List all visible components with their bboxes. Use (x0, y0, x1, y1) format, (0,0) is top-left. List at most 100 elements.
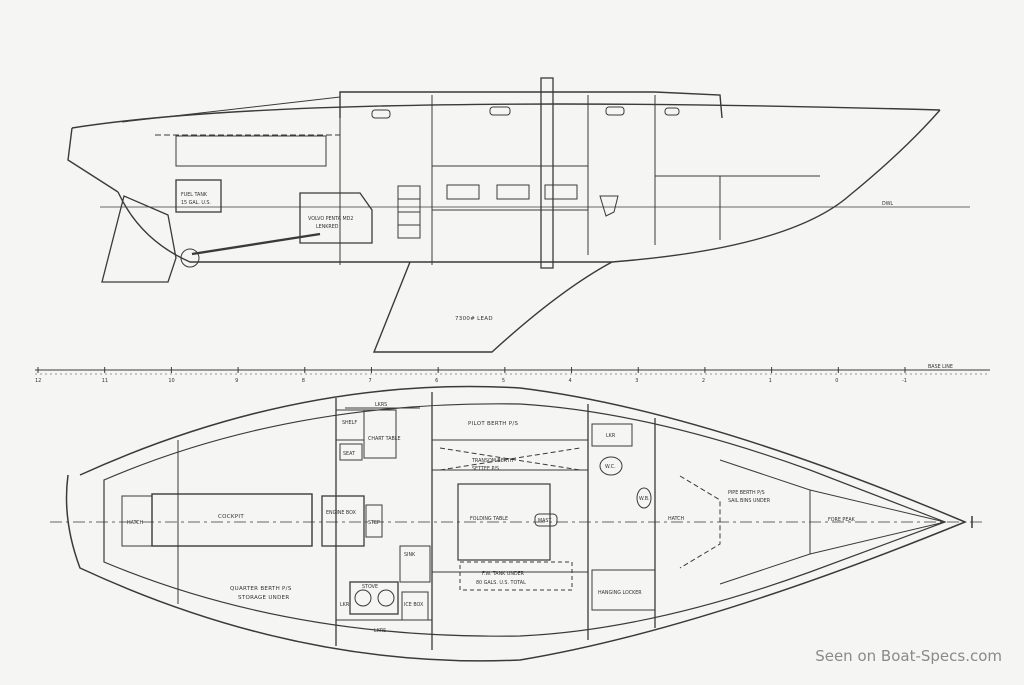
hull-bottom (117, 109, 941, 263)
seat (339, 443, 363, 461)
cabin-top (339, 91, 723, 119)
baseline-label: BASE LINE (928, 364, 953, 370)
lkr-plan (591, 423, 633, 447)
cockpit (151, 493, 313, 547)
hatch-aft (121, 495, 153, 547)
chart-table-label: CHART TABLE (368, 436, 401, 442)
transom-berth-label: TRANSOM BERTH (471, 458, 514, 464)
profile-labels: FUEL TANK 15 GAL. U.S. VOLVO PENTA MD2 L… (181, 192, 893, 322)
station-label: -1 (902, 378, 907, 384)
lkr-label: LKR (606, 433, 616, 439)
transom (67, 127, 119, 193)
fw-tank-label: F.W. TANK UNDER (482, 571, 525, 577)
station-label: 5 (502, 378, 505, 384)
fuel-tank-capacity-label: 15 GAL. U.S. (181, 200, 211, 206)
mast-step (534, 513, 558, 527)
station-label: 0 (835, 378, 838, 384)
chain-locker (809, 489, 946, 555)
station-label: 12 (35, 378, 41, 384)
profile-view (67, 77, 970, 353)
quarter-berth-label: QUARTER BERTH P/S (230, 586, 292, 592)
toilet-plan (599, 456, 623, 476)
engine-box-label: ENGINE BOX (326, 510, 357, 516)
station-label: 4 (569, 378, 572, 384)
cockpit-label: COCKPIT (218, 514, 244, 520)
cockpit-well (175, 135, 327, 167)
lkrs-top-label: LKRS (375, 402, 387, 408)
toilet (599, 195, 619, 217)
pipe-berth-label: PIPE BERTH P/S (728, 490, 765, 496)
sheer-line (71, 103, 941, 129)
engine-box-plan (321, 495, 365, 547)
ice-box-label: ICE BOX (404, 602, 424, 608)
window (446, 184, 480, 200)
wash-basin (636, 487, 652, 509)
baseline (35, 367, 990, 375)
dwl-label: DWL (882, 201, 893, 207)
fore-peak-label: FORE PEAK (828, 517, 856, 523)
stove-burner (377, 589, 395, 607)
station-label: 3 (635, 378, 638, 384)
hatch-label: HATCH (127, 520, 144, 526)
stove-burner (354, 589, 372, 607)
wash-basin-label: W.B. (639, 496, 650, 502)
mast-label: MAST (538, 518, 551, 524)
pipe-berth (719, 459, 811, 585)
hanging-locker (591, 569, 656, 611)
lkrs-bottom-label: LKRS (374, 628, 386, 634)
sink-label: SINK (404, 552, 416, 558)
storage-under-label: STORAGE UNDER (238, 595, 290, 601)
plan-view (50, 385, 985, 662)
station-label: 7 (368, 378, 371, 384)
portlight (605, 106, 625, 116)
station-label: 10 (168, 378, 174, 384)
sail-bins-label: SAIL BINS UNDER (728, 498, 771, 504)
window (544, 184, 578, 200)
station-label: 6 (435, 378, 438, 384)
station-label: 11 (102, 378, 108, 384)
station-label: 9 (235, 378, 238, 384)
folding-table (457, 483, 551, 561)
lkr-galley-label: LKR (340, 602, 350, 608)
rudder (101, 195, 177, 283)
stove-label: STOVE (362, 584, 378, 590)
watermark: Seen on Boat-Specs.com (815, 647, 1002, 665)
chart-table (363, 409, 397, 459)
portlight (664, 107, 680, 116)
shelf-label: SHELF (342, 420, 357, 426)
engine-label-2: LENKRED (316, 224, 339, 230)
station-label: 1 (769, 378, 772, 384)
window (496, 184, 530, 200)
plan-labels: HATCH COCKPIT ENGINE BOX STEP SHELF SEAT… (127, 402, 856, 634)
station-label: 8 (302, 378, 305, 384)
stove (349, 581, 399, 615)
hatch-fwd-label: HATCH (668, 516, 685, 522)
settee-label: SETTEE P/S (472, 466, 499, 472)
ballast-label: 7300# LEAD (455, 316, 493, 322)
cabin-outline (103, 403, 947, 637)
wc-label: W.C. (605, 464, 616, 470)
pipe-berth-inner (679, 475, 721, 569)
sink-area (399, 545, 431, 583)
portlight (371, 109, 391, 119)
portlight (489, 106, 511, 116)
keel (372, 261, 613, 353)
deck-edge (121, 96, 341, 123)
hanging-locker-label: HANGING LOCKER (598, 590, 642, 596)
pilot-berth-label: PILOT BERTH P/S (468, 421, 519, 427)
propeller (180, 248, 200, 268)
step-label: STEP (368, 520, 380, 526)
engine-box (299, 192, 373, 244)
fuel-tank (175, 179, 222, 213)
station-label: 2 (702, 378, 705, 384)
engine-label: VOLVO PENTA MD2 (308, 216, 353, 222)
mast (540, 77, 554, 269)
fuel-tank-label: FUEL TANK (181, 192, 208, 198)
fw-tank (459, 561, 573, 591)
step-plan (365, 504, 383, 538)
prop-shaft (191, 232, 321, 256)
seat-label: SEAT (343, 451, 355, 457)
